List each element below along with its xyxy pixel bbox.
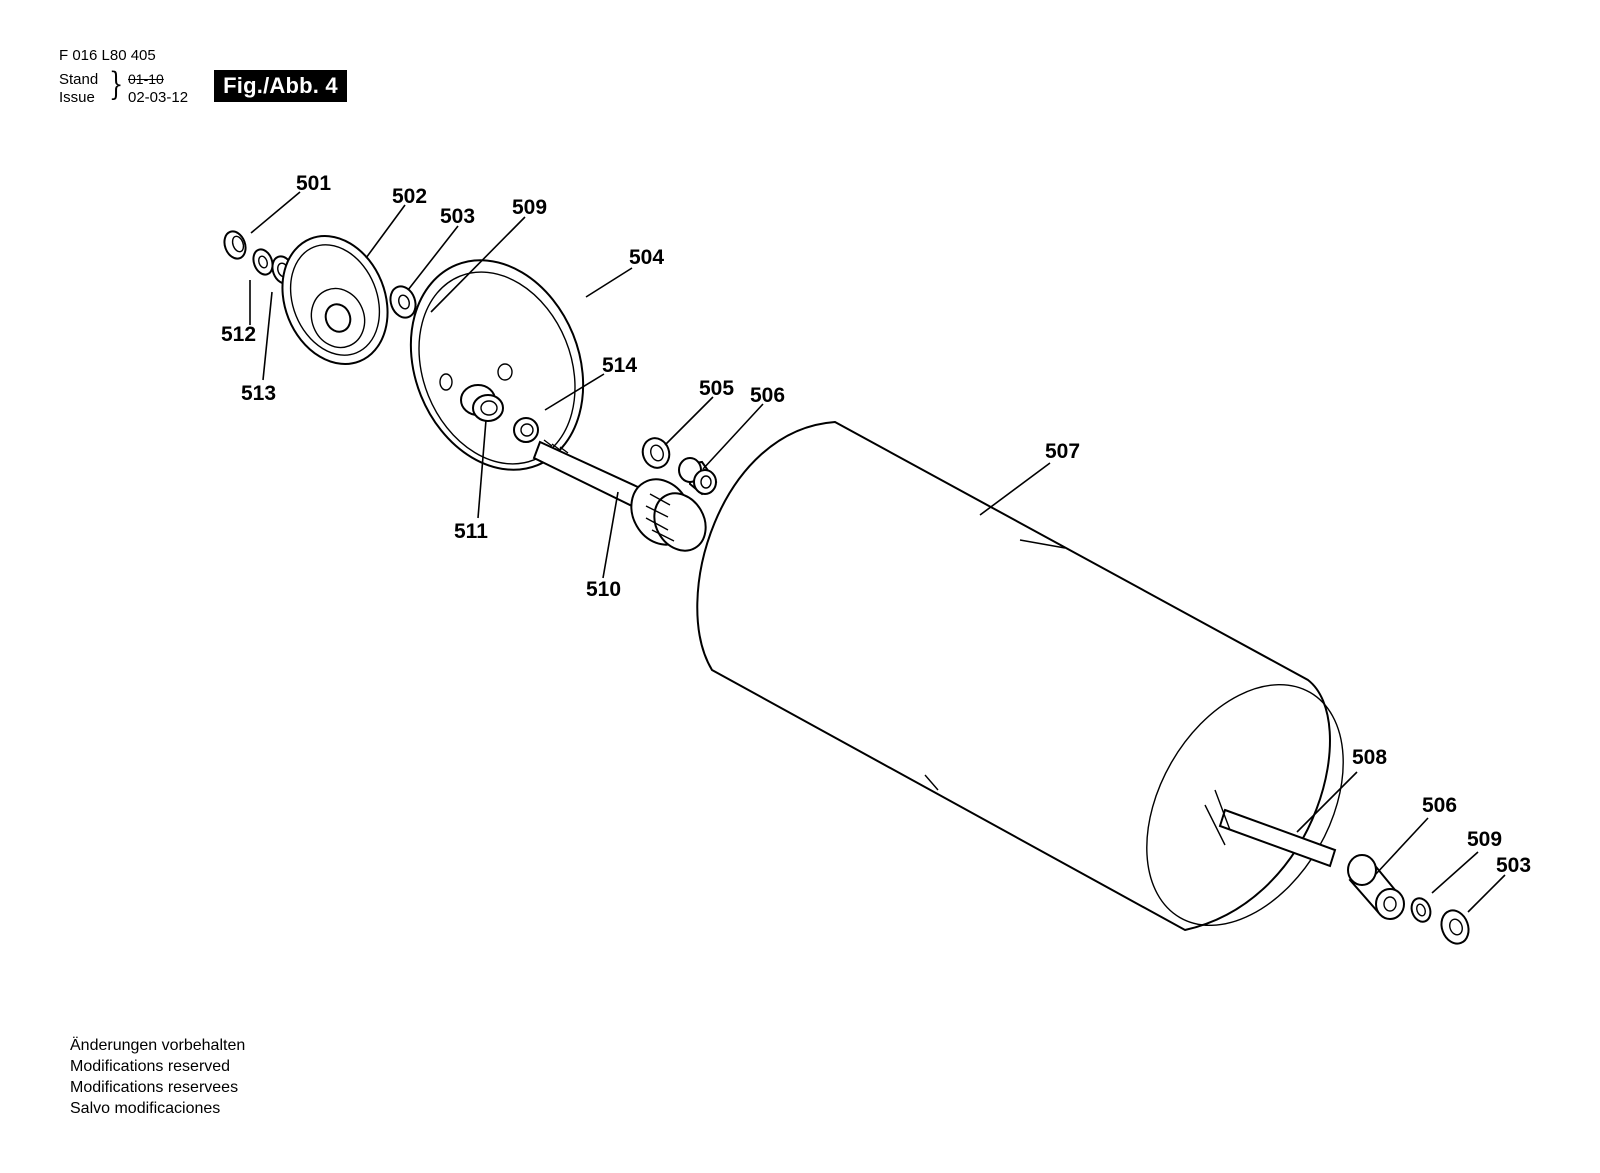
callout-507: 507: [1045, 440, 1080, 463]
footer-line-de: Änderungen vorbehalten: [70, 1037, 246, 1054]
part-507-roller-drum: [696, 420, 1344, 932]
part-506-bushing-upper: [678, 457, 718, 496]
part-510-shaft-gear: [532, 439, 707, 552]
part-508-axle: [1204, 789, 1337, 868]
brace-glyph: }: [109, 65, 124, 103]
footer-notes: Änderungen vorbehalten Modifications res…: [70, 1035, 245, 1119]
part-502-pulley: [281, 235, 389, 365]
stand-label: Stand: [59, 71, 99, 88]
callout-503-lower: 503: [1496, 854, 1531, 877]
part-504-large-pulley: [409, 259, 585, 471]
part-509-washer-lower: [1410, 897, 1432, 923]
callout-512: 512: [221, 323, 256, 346]
issue-value: 02-03-12: [128, 89, 189, 106]
callout-506-lower: 506: [1422, 794, 1457, 817]
callout-513: 513: [241, 382, 276, 405]
figure-label: Fig./Abb. 4: [214, 70, 347, 102]
callout-508: 508: [1352, 746, 1387, 769]
issue-label: Issue: [59, 89, 95, 106]
callout-509: 509: [512, 196, 547, 219]
part-503-nut-upper: [389, 285, 417, 319]
leader-lines: [249, 191, 1506, 913]
footer-line-en: Modifications reserved: [70, 1058, 231, 1075]
part-number: F 016 L80 405: [59, 47, 156, 64]
callout-503: 503: [440, 205, 475, 228]
callout-501: 501: [296, 172, 331, 195]
callout-510: 510: [586, 578, 621, 601]
part-512-washer: [252, 248, 274, 276]
footer-line-fr: Modifications reservees: [70, 1079, 239, 1096]
callout-511: 511: [454, 520, 488, 543]
footer-line-es: Salvo modificaciones: [70, 1100, 221, 1117]
part-511-hub: [460, 384, 504, 422]
part-501-nut: [223, 230, 247, 260]
part-505-ring: [641, 437, 671, 469]
callout-509-lower: 509: [1467, 828, 1502, 851]
callout-502: 502: [392, 185, 427, 208]
callout-504: 504: [629, 246, 664, 269]
stand-value: 01-10: [128, 71, 164, 87]
callout-514: 514: [602, 354, 637, 377]
callout-506: 506: [750, 384, 785, 407]
callout-505: 505: [699, 377, 734, 400]
part-514-spacer: [513, 417, 539, 443]
part-506-bushing-lower: [1347, 854, 1405, 920]
part-503-nut-lower: [1440, 909, 1470, 945]
